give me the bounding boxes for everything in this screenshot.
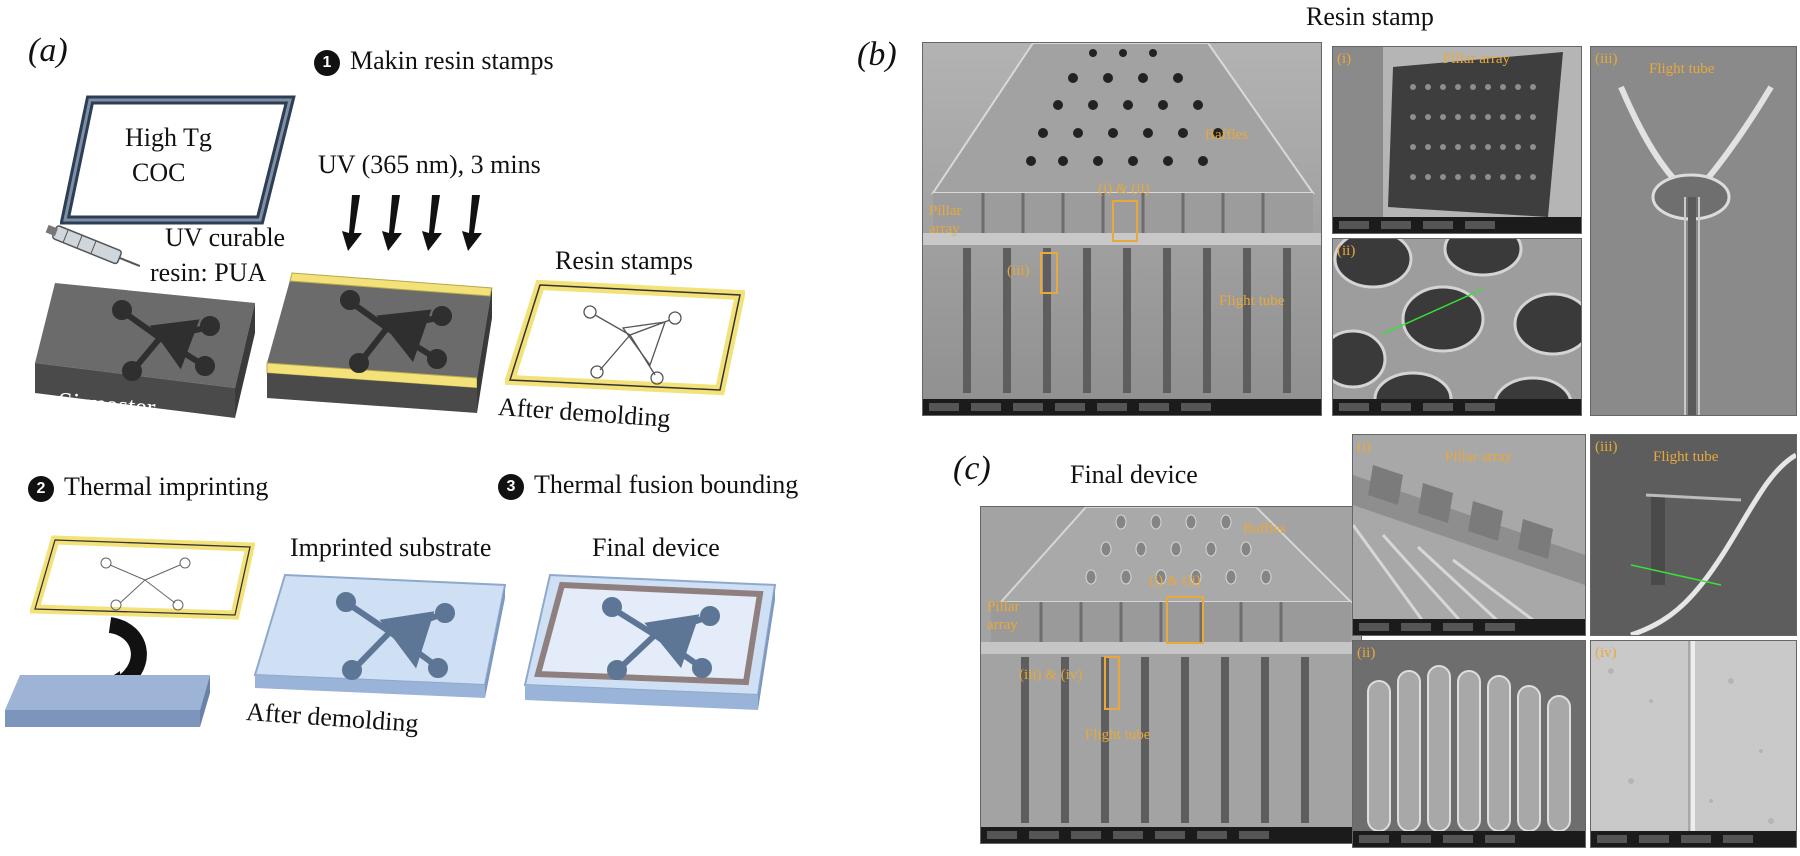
sem-c-iii: (iii) Flight tube	[1590, 434, 1797, 636]
sem-c-pillar-label-1: Pillar	[987, 599, 1020, 615]
sem-c-main: Baffles Pillar array (i) & (ii) (iii) & …	[980, 506, 1362, 844]
sem-b-main-scalebar	[923, 399, 1321, 415]
sem-b-ii-number: (ii)	[1337, 243, 1356, 259]
sem-c-iv-number: (iv)	[1595, 645, 1617, 661]
coc-label-1: High Tg	[125, 123, 212, 152]
sem-c-main-scalebar	[981, 827, 1361, 843]
sem-c-i-scalebar	[1353, 619, 1585, 635]
step2-heading: 2 Thermal imprinting	[28, 472, 269, 503]
resin-label-1: UV curable	[165, 223, 286, 252]
sem-c-ii-number: (ii)	[1357, 645, 1376, 661]
sem-b-i-scalebar	[1333, 217, 1581, 233]
coc-frame-diagram	[60, 95, 296, 225]
sem-c-iii-iv-label: (iii) & (iv)	[1019, 667, 1083, 683]
stamp-flip-diagram	[30, 535, 255, 620]
sem-c-i-number: (i)	[1357, 439, 1372, 455]
panel-c-letter: (c)	[953, 450, 991, 487]
sem-b-i: (i) Pillar array	[1332, 46, 1582, 234]
sem-b-iii: (iii) Flight tube	[1590, 46, 1797, 416]
sem-c-baffles-label: Baffles	[1243, 521, 1287, 537]
sem-b-ii: (ii)	[1332, 238, 1582, 416]
resin-stamps-label: Resin stamps	[555, 246, 693, 275]
step3-number: 3	[498, 474, 524, 501]
step2-title: Thermal imprinting	[64, 472, 269, 501]
sem-b-iii-label: Flight tube	[1649, 61, 1715, 77]
sem-c-iii-label: Flight tube	[1653, 449, 1719, 465]
sem-b-iii-label: (iii)	[1007, 263, 1030, 279]
sem-b-iii-number: (iii)	[1595, 51, 1618, 67]
sem-b-ii-scalebar	[1333, 399, 1581, 415]
panel-b-title: Resin stamp	[1306, 2, 1434, 31]
step1-title: Makin resin stamps	[350, 46, 554, 75]
imprinted-substrate-label: Imprinted substrate	[290, 533, 492, 562]
sem-c-i: (i) Pillar array	[1352, 434, 1586, 636]
si-master-label: Si master	[57, 386, 157, 423]
sem-c-ii-scalebar	[1353, 831, 1585, 847]
sem-c-i-label: Pillar array	[1445, 449, 1513, 465]
step1-heading: 1 Makin resin stamps	[314, 46, 554, 77]
sem-c-iii-number: (iii)	[1595, 439, 1618, 455]
sem-b-flight-tube-label: Flight tube	[1219, 293, 1285, 309]
sem-c-ii: (ii)	[1352, 640, 1586, 848]
sem-c-iv-scalebar	[1591, 831, 1796, 847]
sem-b-i-number: (i)	[1337, 51, 1352, 67]
si-master-diagram	[35, 283, 255, 418]
sem-b-i-ii-label: (i) & (ii)	[1098, 181, 1150, 197]
sem-b-pillar-label-2: array	[929, 221, 960, 237]
step3-heading: 3 Thermal fusion bounding	[498, 470, 799, 501]
sem-c-iv: (iv)	[1590, 640, 1797, 848]
step2-number: 2	[28, 476, 54, 503]
sem-c-pillar-label-2: array	[987, 617, 1018, 633]
sem-b-i-label: Pillar array	[1443, 51, 1511, 67]
sem-c-flight-tube-label: Flight tube	[1085, 727, 1151, 743]
sem-b-baffles-label: Baffles	[1205, 127, 1249, 143]
panel-a-letter: (a)	[28, 32, 68, 69]
syringe-icon	[45, 224, 141, 268]
sem-c-i-ii-label: (i) & (ii)	[1149, 573, 1201, 589]
imprinted-substrate-diagram	[253, 573, 507, 698]
sem-b-main: Baffles Pillar array (i) & (ii) (iii) Fl…	[922, 42, 1322, 416]
step3-title: Thermal fusion bounding	[534, 470, 799, 499]
uv-label: UV (365 nm), 3 mins	[318, 150, 541, 179]
final-device-label-a: Final device	[592, 533, 720, 562]
coc-label-2: COC	[132, 158, 186, 187]
step1-number: 1	[314, 50, 340, 77]
final-device-diagram	[523, 573, 777, 710]
panel-c-title: Final device	[1070, 460, 1198, 489]
coc-substrate-diagram	[5, 675, 210, 727]
sem-b-pillar-label-1: Pillar	[929, 203, 962, 219]
resin-label-2: resin: PUA	[150, 258, 267, 287]
resin-stamp-diagram	[505, 280, 745, 396]
panel-b-letter: (b)	[857, 36, 897, 73]
uv-arrows-icon	[342, 195, 482, 251]
uv-curing-diagram	[266, 272, 493, 413]
